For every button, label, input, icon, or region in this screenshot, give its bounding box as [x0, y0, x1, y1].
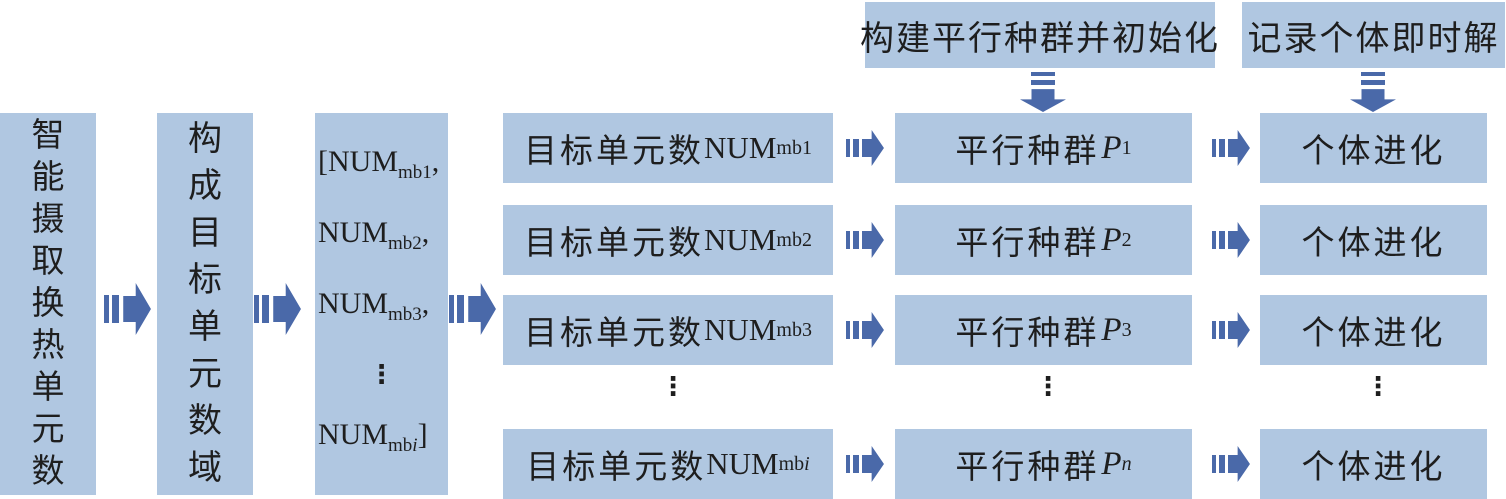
individual-evolution-box-1: 个体进化 — [1260, 113, 1487, 183]
array-line: [NUMmb1, — [318, 145, 440, 183]
array-line: NUMmb3, — [318, 287, 430, 325]
striped-right-arrow-icon — [1212, 446, 1250, 482]
array-line: NUMmbi] — [318, 418, 428, 456]
individual-evolution-box-2: 个体进化 — [1260, 205, 1487, 275]
vertical-ellipsis: ⋮ — [660, 372, 686, 402]
banner-build-populations: 构建平行种群并初始化 — [860, 2, 1218, 68]
striped-down-arrow-icon — [1020, 72, 1066, 112]
striped-right-arrow-icon — [104, 283, 151, 335]
individual-evolution-box-n: 个体进化 — [1260, 429, 1487, 499]
vertical-ellipsis: ⋮ — [368, 360, 395, 390]
banner-label: 记录个体即时解 — [1247, 20, 1500, 58]
striped-right-arrow-icon — [846, 222, 884, 258]
striped-right-arrow-icon — [1212, 130, 1250, 166]
striped-right-arrow-icon — [846, 312, 884, 348]
flow-box-intake-unit-count: 智能摄取换热单元数 — [0, 113, 96, 495]
vertical-ellipsis: ⋮ — [1365, 372, 1391, 402]
striped-right-arrow-icon — [846, 130, 884, 166]
individual-evolution-box-3: 个体进化 — [1260, 295, 1487, 365]
striped-right-arrow-icon — [1212, 222, 1250, 258]
striped-right-arrow-icon — [1212, 312, 1250, 348]
flow-box-target-unit-domain: 构成目标单元数域 — [157, 113, 253, 495]
striped-right-arrow-icon — [254, 283, 301, 335]
striped-right-arrow-icon — [449, 283, 496, 335]
striped-right-arrow-icon — [846, 446, 884, 482]
banner-record-solutions: 记录个体即时解 — [1242, 2, 1505, 68]
vertical-ellipsis: ⋮ — [1035, 372, 1061, 402]
banner-label: 构建平行种群并初始化 — [860, 20, 1220, 58]
striped-down-arrow-icon — [1350, 72, 1396, 112]
array-box-num-list: [NUMmb1, NUMmb2, NUMmb3, ⋮ NUMmbi] — [315, 113, 448, 495]
array-line: NUMmb2, — [318, 216, 430, 254]
